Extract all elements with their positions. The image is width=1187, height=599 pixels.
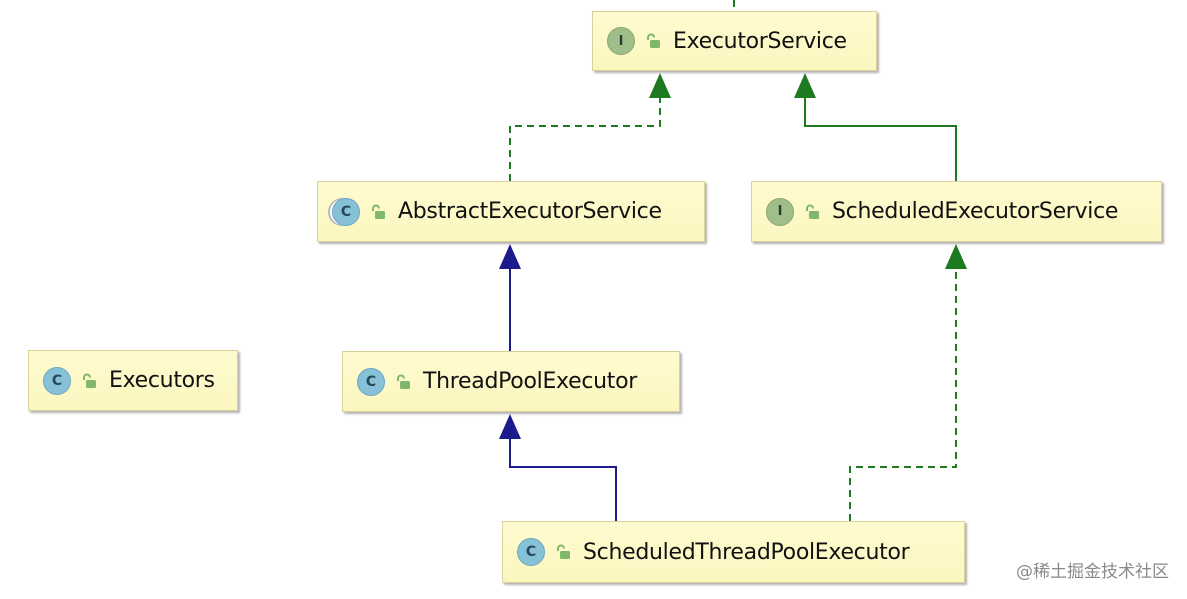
node-label: AbstractExecutorService — [398, 199, 662, 224]
edge-scheduled-thread-pool-executor-implements-scheduled-executor-service — [849, 268, 957, 521]
abstract-class-icon: C — [332, 197, 360, 226]
edge-scheduled-thread-pool-executor-extends-thread-pool-executor — [509, 438, 617, 521]
node-scheduled-thread-pool-executor[interactable]: C ScheduledThreadPoolExecutor — [502, 521, 965, 583]
unlocked-padlock-icon — [557, 544, 570, 559]
node-label: Executors — [109, 368, 215, 393]
unlocked-padlock-icon — [83, 373, 96, 388]
unlocked-padlock-icon — [397, 374, 410, 389]
node-abstract-executor-service[interactable]: C AbstractExecutorService — [317, 181, 705, 242]
node-label: ExecutorService — [673, 28, 847, 54]
interface-icon: I — [607, 27, 635, 55]
class-icon: C — [517, 538, 545, 566]
arrowhead-extends-thread-pool-executor — [499, 414, 521, 439]
node-executor-service[interactable]: I ExecutorService — [592, 11, 877, 71]
unlocked-padlock-icon — [647, 33, 660, 48]
arrowhead-extends-abstract-executor-service — [499, 244, 521, 269]
node-label: ThreadPoolExecutor — [423, 369, 637, 394]
node-scheduled-executor-service[interactable]: I ScheduledExecutorService — [751, 181, 1162, 242]
unlocked-padlock-icon — [372, 204, 385, 219]
node-thread-pool-executor[interactable]: C ThreadPoolExecutor — [342, 351, 680, 412]
arrowhead-implements-scheduled-executor-service — [945, 244, 967, 269]
watermark: @稀土掘金技术社区 — [1016, 562, 1169, 582]
edge-abstract-executor-service-implements-executor-service — [509, 96, 661, 181]
node-label: ScheduledExecutorService — [832, 199, 1119, 224]
node-label: ScheduledThreadPoolExecutor — [583, 539, 910, 565]
interface-icon: I — [766, 197, 794, 226]
unlocked-padlock-icon — [806, 204, 819, 219]
class-icon: C — [43, 366, 71, 395]
class-icon: C — [357, 367, 385, 396]
edge-scheduled-executor-service-extends-executor-service — [804, 96, 957, 181]
arrowhead-implements-executor-service — [649, 73, 671, 98]
node-executors[interactable]: C Executors — [28, 350, 238, 411]
arrowhead-extends-executor-service — [794, 73, 816, 98]
